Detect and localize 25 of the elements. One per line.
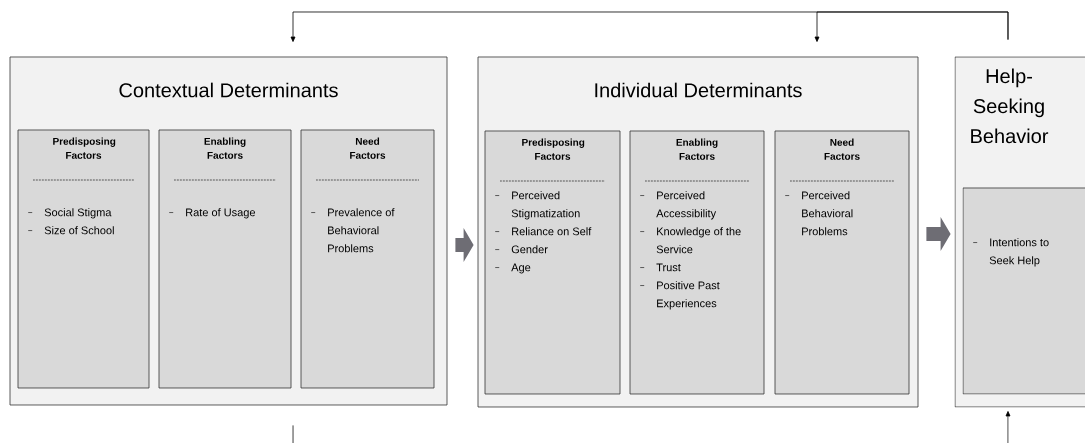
feedback-arrow <box>814 11 1009 42</box>
block-arrow <box>926 217 951 251</box>
factor-box <box>962 187 1085 395</box>
block-arrow <box>455 228 474 262</box>
list-item: Knowledge of the Service <box>639 227 741 254</box>
factor-box: Enabling Factors Rate of Usage <box>158 129 292 389</box>
list-item: Intentions to Seek Help <box>972 238 1049 267</box>
list-item: Perceived Accessibility <box>639 191 717 220</box>
list-item: Prevalence of Behavioral Problems <box>310 208 395 253</box>
list-item: Perceived Behavioral Problems <box>784 191 853 236</box>
list-item: Social Stigma <box>27 208 112 219</box>
list-item: Perceived Stigmatization <box>494 191 580 220</box>
factor-box: Predisposing Factors Social Stigma Size of School <box>17 129 150 389</box>
list-item: Positive Past Experiences <box>639 281 720 310</box>
factor-box: Need Factors Prevalence of Behavioral Problems <box>300 129 435 389</box>
factor-box: Predisposing Factors Perceived Stigmatization Reliance on Self Gender Age <box>484 130 621 395</box>
list-item: Age <box>494 263 531 274</box>
list-item: Trust <box>639 263 681 272</box>
list-item: Rate of Usage <box>168 208 255 219</box>
list-item: Gender <box>494 245 548 254</box>
list-item: Size of School <box>27 226 114 235</box>
arrow <box>292 411 1011 443</box>
list-item: Reliance on Self <box>494 227 592 236</box>
factor-box: Enabling Factors Perceived Accessibility Knowledge of the Service Trust Positive Past Experiences <box>629 130 765 395</box>
factor-box: Need Factors Perceived Behavioral Problems <box>774 130 910 395</box>
